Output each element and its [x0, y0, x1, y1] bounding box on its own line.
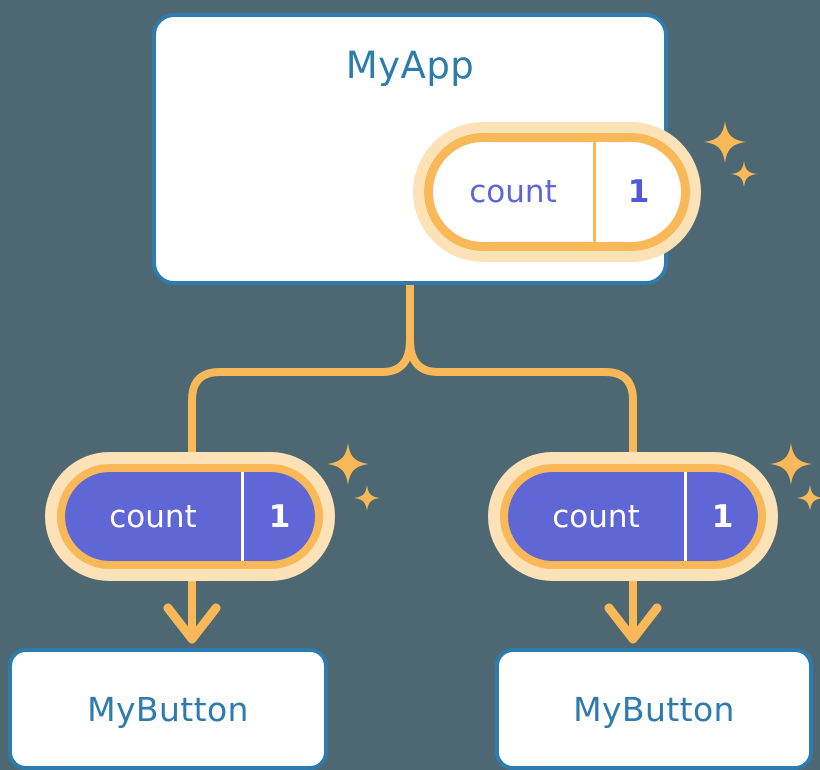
app-state-pill-name: count	[469, 174, 557, 210]
sparkle-large-icon	[704, 121, 746, 163]
right-mybutton-card[interactable]: MyButton	[495, 648, 813, 770]
app-state-pill-group: count 1	[413, 121, 757, 262]
arrow-head-left	[163, 603, 221, 644]
arrow-head-right	[604, 603, 662, 644]
right-state-pill-group: count 1	[488, 443, 820, 581]
left-state-pill-group: count 1	[45, 443, 380, 581]
right-mybutton-label: MyButton	[573, 689, 735, 729]
right-state-pill-name: count	[552, 498, 640, 535]
sparkle-large-icon	[327, 443, 369, 485]
connector-branch-left	[188, 336, 414, 469]
left-state-pill-value: 1	[241, 472, 315, 561]
app-state-pill-value: 1	[593, 142, 681, 242]
sparkle-small-icon	[797, 485, 820, 511]
myapp-card[interactable]: MyApp count 1	[152, 13, 757, 285]
left-mybutton-label: MyButton	[87, 689, 249, 729]
right-state-pill-value: 1	[684, 472, 758, 561]
myapp-title: MyApp	[345, 44, 475, 87]
sparkle-small-icon	[354, 485, 380, 511]
left-state-pill[interactable]: count 1	[57, 464, 323, 569]
sparkle-small-icon	[731, 161, 757, 187]
right-state-pill[interactable]: count 1	[500, 464, 766, 569]
sparkle-large-icon	[770, 443, 812, 485]
left-state-pill-name: count	[109, 498, 197, 535]
left-mybutton-card[interactable]: MyButton	[8, 648, 328, 770]
app-state-pill[interactable]: count 1	[424, 133, 690, 251]
connector-branch-right	[406, 336, 637, 469]
